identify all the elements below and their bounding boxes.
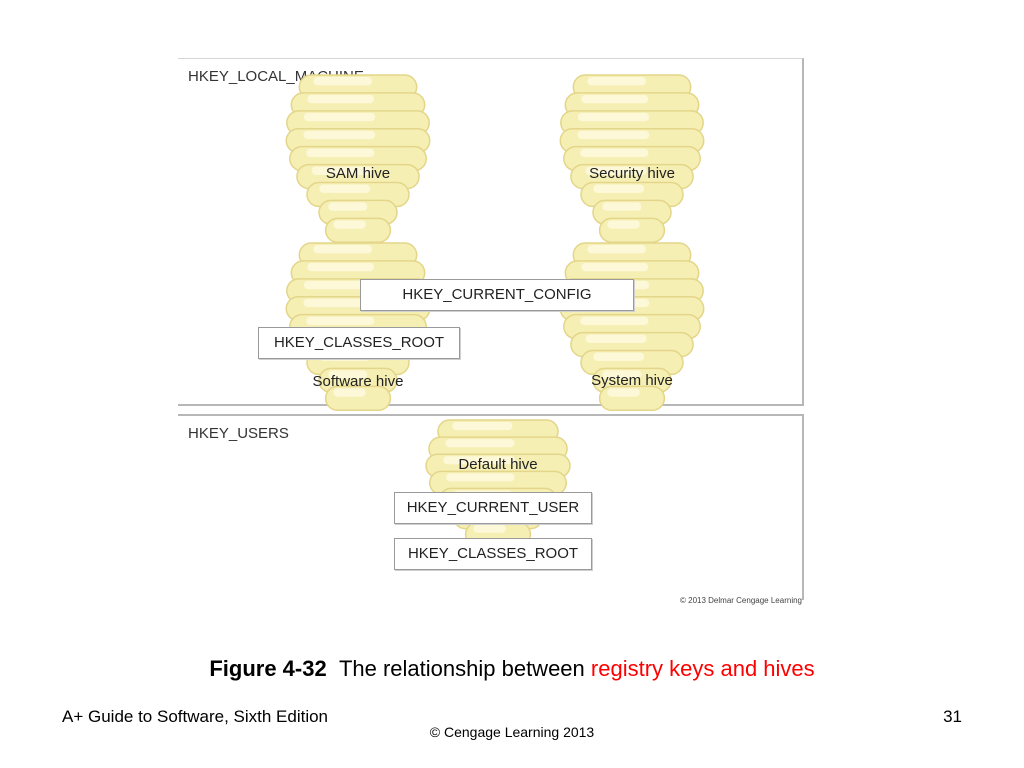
hive-band-highlight: [593, 185, 644, 193]
security-hive-shape: [552, 71, 712, 243]
registry-diagram: HKEY_LOCAL_MACHINE SAM hive Security hiv…: [178, 58, 808, 610]
hive-band-highlight: [452, 422, 512, 430]
caption-highlight: registry keys and hives: [591, 656, 815, 681]
caption-text: The relationship between: [339, 656, 591, 681]
hive-band-highlight: [602, 202, 641, 210]
default-hive-label: Default hive: [418, 456, 578, 473]
hive-band-highlight: [307, 95, 374, 103]
sam-hive-label: SAM hive: [278, 165, 438, 182]
hive-band-highlight: [473, 525, 505, 533]
hive-band-highlight: [586, 335, 647, 343]
hive-band-highlight: [607, 388, 639, 396]
hive-band-highlight: [303, 131, 375, 139]
hive-band-highlight: [587, 77, 646, 85]
hive-band-highlight: [306, 317, 374, 325]
hive-band-highlight: [304, 113, 375, 121]
hive-band-highlight: [580, 149, 648, 157]
hive-band-highlight: [333, 220, 365, 228]
hive-band-highlight: [319, 185, 370, 193]
hive-band-highlight: [607, 220, 639, 228]
footer-copyright: © Cengage Learning 2013: [0, 724, 1024, 740]
hive-band-highlight: [581, 263, 648, 271]
system-hive-label: System hive: [552, 372, 712, 389]
hive-band-highlight: [328, 202, 367, 210]
hive-band-highlight: [306, 149, 374, 157]
hkey-classes-root-box-bottom: HKEY_CLASSES_ROOT: [394, 538, 592, 570]
hive-band-highlight: [307, 263, 374, 271]
hive-band-highlight: [577, 131, 649, 139]
hive-band-highlight: [593, 353, 644, 361]
figure-caption: Figure 4-32 The relationship between reg…: [0, 656, 1024, 682]
hkey-users-panel: HKEY_USERS Default hive HKEY_CURRENT_USE…: [178, 414, 804, 600]
hkey-classes-root-box-top: HKEY_CLASSES_ROOT: [258, 327, 460, 359]
hkey-current-config-box: HKEY_CURRENT_CONFIG: [360, 279, 634, 311]
hive-band-highlight: [313, 245, 372, 253]
hive-band-highlight: [580, 317, 648, 325]
hkey-local-machine-panel: HKEY_LOCAL_MACHINE SAM hive Security hiv…: [178, 58, 804, 406]
hive-band-highlight: [446, 473, 514, 481]
hive-band-highlight: [578, 113, 649, 121]
panel-title-users: HKEY_USERS: [188, 425, 289, 442]
hive-band-highlight: [581, 95, 648, 103]
figure-number: Figure 4-32: [209, 656, 326, 681]
hkey-current-user-box: HKEY_CURRENT_USER: [394, 492, 592, 524]
default-hive-shape: [418, 416, 578, 546]
hive-band-highlight: [587, 245, 646, 253]
hive-band-highlight: [313, 77, 372, 85]
hive-band-highlight: [445, 439, 514, 447]
security-hive-label: Security hive: [552, 165, 712, 182]
software-hive-label: Software hive: [278, 373, 438, 390]
image-credit: © 2013 Delmar Cengage Learning: [680, 596, 802, 605]
sam-hive-shape: [278, 71, 438, 243]
